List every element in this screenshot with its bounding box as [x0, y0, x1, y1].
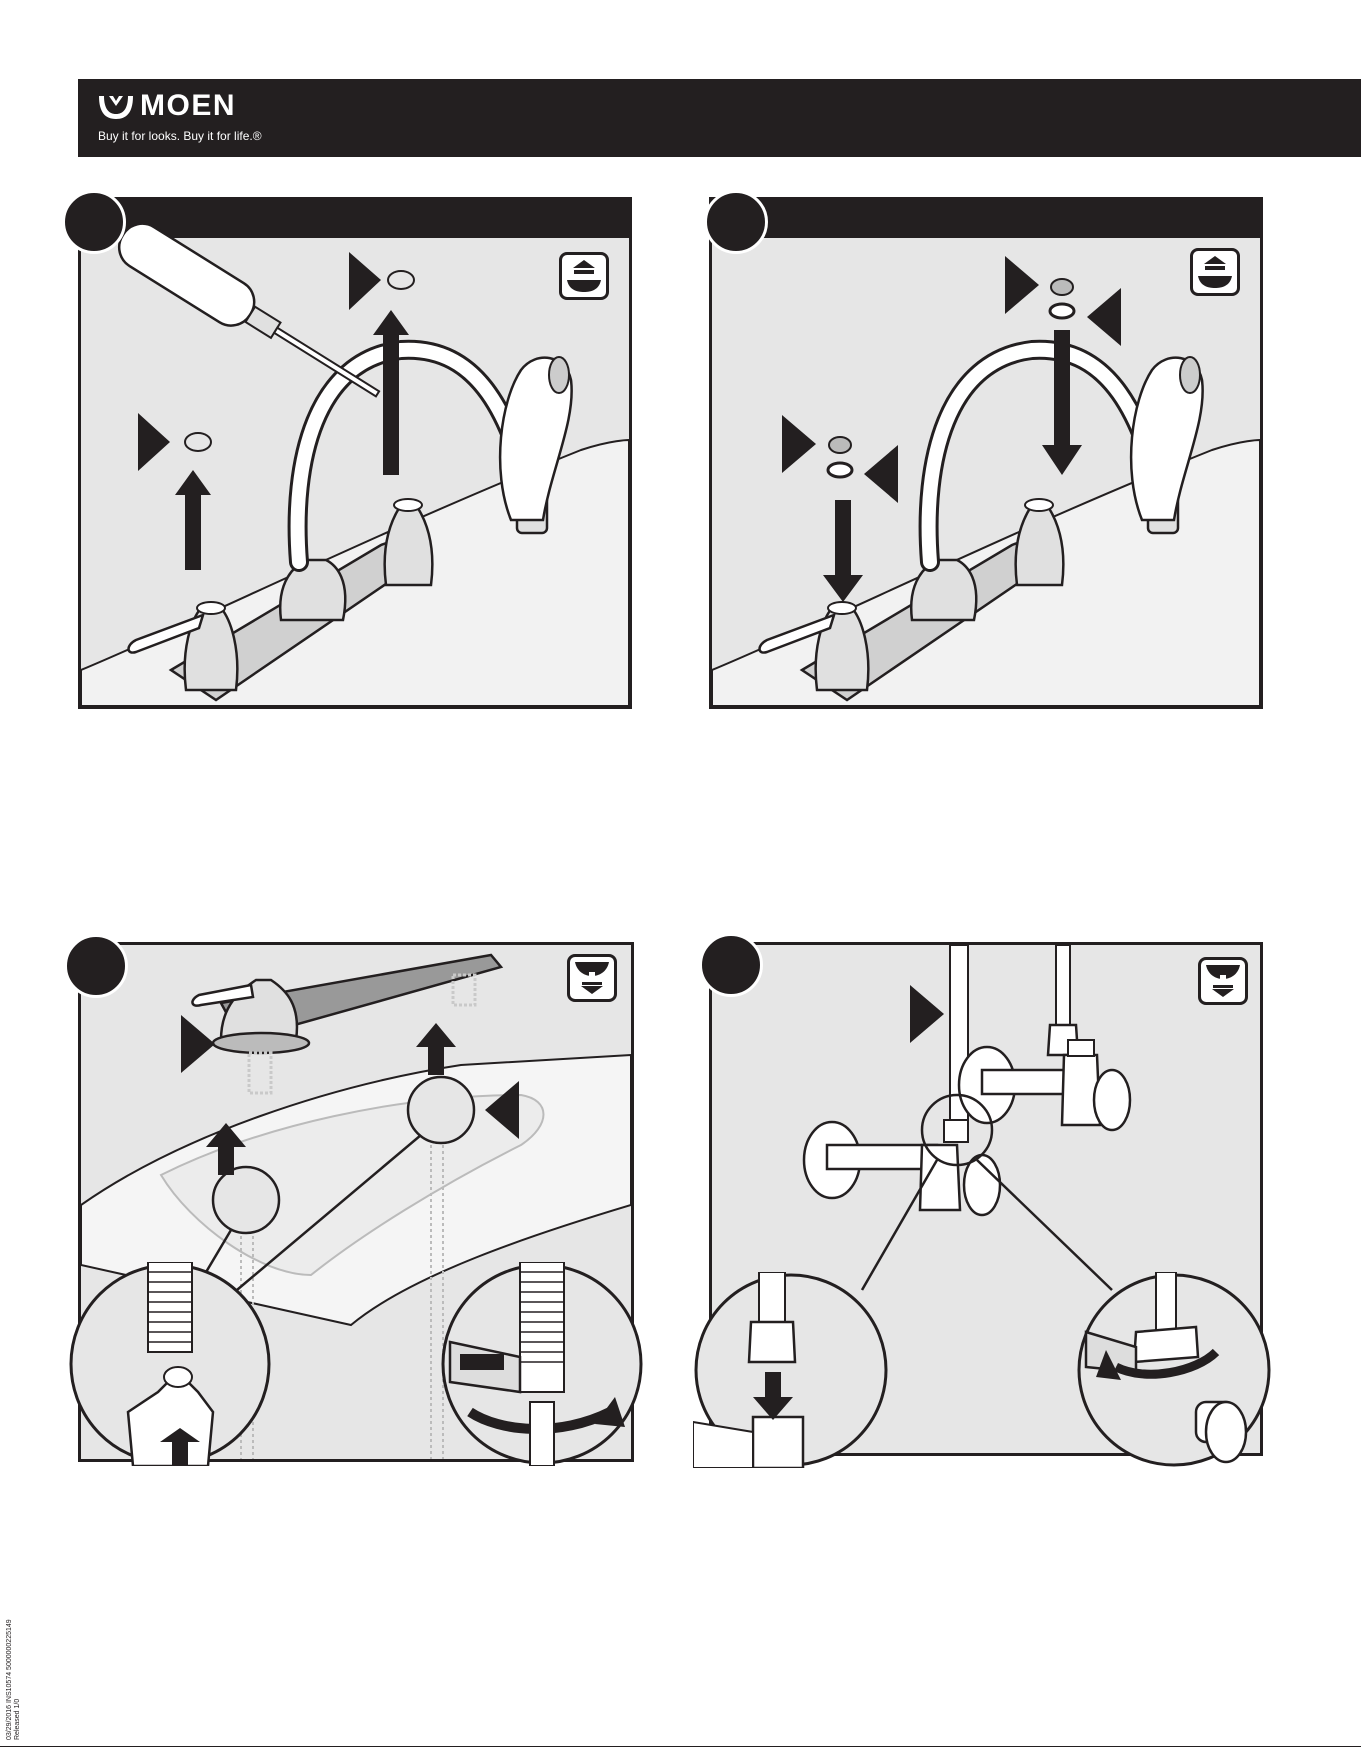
step-1-number-badge — [62, 190, 126, 254]
step-1-above-sink-icon — [559, 252, 609, 300]
step-4-detail-wrench-tighten — [1076, 1272, 1272, 1468]
document-revision-note: 03/29/2016 INS10574 5000000225149 Releas… — [6, 1590, 20, 1740]
moen-logo-icon — [97, 92, 135, 122]
step-3-detail-wrench-tighten — [440, 1262, 644, 1466]
step-4-number-badge — [699, 933, 763, 997]
step-3-below-sink-icon — [567, 954, 617, 1002]
step-4-below-sink-icon — [1198, 957, 1248, 1005]
step-2-number-badge — [704, 190, 768, 254]
revision-line-1: 03/29/2016 INS10574 5000000225149 — [6, 1619, 13, 1740]
step-2-above-sink-icon — [1190, 248, 1240, 296]
step-1-illustration — [81, 200, 629, 706]
step-2-panel — [709, 197, 1263, 709]
step-1-panel — [78, 197, 632, 709]
brand-name: MOEN — [140, 89, 236, 123]
step-3-number-badge — [64, 934, 128, 998]
revision-line-2: Released 1/0 — [14, 1699, 21, 1740]
brand-tagline: Buy it for looks. Buy it for life.® — [98, 129, 262, 143]
brand-header: MOEN Buy it for looks. Buy it for life.® — [78, 79, 1361, 157]
step-4-detail-connect-line — [693, 1272, 889, 1468]
footer-rule — [0, 1746, 1361, 1747]
step-3-detail-nut-install — [68, 1262, 272, 1466]
step-2-illustration — [712, 200, 1260, 706]
